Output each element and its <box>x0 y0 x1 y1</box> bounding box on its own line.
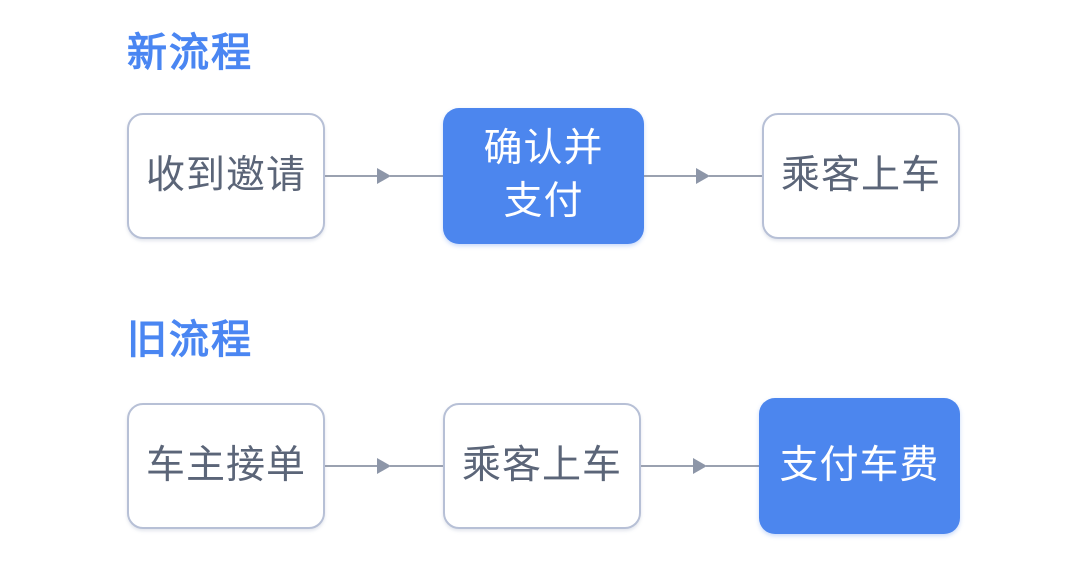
step-confirm-and-pay-label: 确认并 支付 <box>483 127 604 223</box>
step-passenger-boards-new-label: 乘客上车 <box>780 153 941 197</box>
step-receive-invitation: 收到邀请 <box>127 113 325 239</box>
arrow-right-icon <box>377 168 391 184</box>
arrow-line <box>390 174 443 178</box>
arrow-line <box>709 174 762 178</box>
flow-arrow <box>641 457 759 475</box>
step-driver-accepts-order: 车主接单 <box>127 403 325 529</box>
flow-arrow <box>325 457 443 475</box>
flow-arrow <box>325 167 443 185</box>
step-confirm-and-pay: 确认并 支付 <box>443 108 644 244</box>
arrow-right-icon <box>696 168 710 184</box>
step-passenger-boards-old-label: 乘客上车 <box>461 443 622 487</box>
arrow-line <box>641 464 694 468</box>
step-driver-accepts-order-label: 车主接单 <box>145 443 306 487</box>
old-process-title: 旧流程 <box>127 318 253 362</box>
new-process-title: 新流程 <box>127 31 253 75</box>
step-pay-fare-label: 支付车费 <box>779 443 940 487</box>
new-process-row: 收到邀请 确认并 支付 乘客上车 <box>127 108 960 244</box>
step-passenger-boards-old: 乘客上车 <box>443 403 641 529</box>
flow-arrow <box>644 167 762 185</box>
arrow-line <box>644 174 697 178</box>
arrow-line <box>325 464 378 468</box>
arrow-line <box>325 174 378 178</box>
step-receive-invitation-label: 收到邀请 <box>145 153 306 197</box>
old-process-row: 车主接单 乘客上车 支付车费 <box>127 398 960 534</box>
arrow-right-icon <box>377 458 391 474</box>
arrow-right-icon <box>693 458 707 474</box>
step-passenger-boards-new: 乘客上车 <box>762 113 960 239</box>
step-pay-fare: 支付车费 <box>759 398 960 534</box>
arrow-line <box>706 464 759 468</box>
arrow-line <box>390 464 443 468</box>
